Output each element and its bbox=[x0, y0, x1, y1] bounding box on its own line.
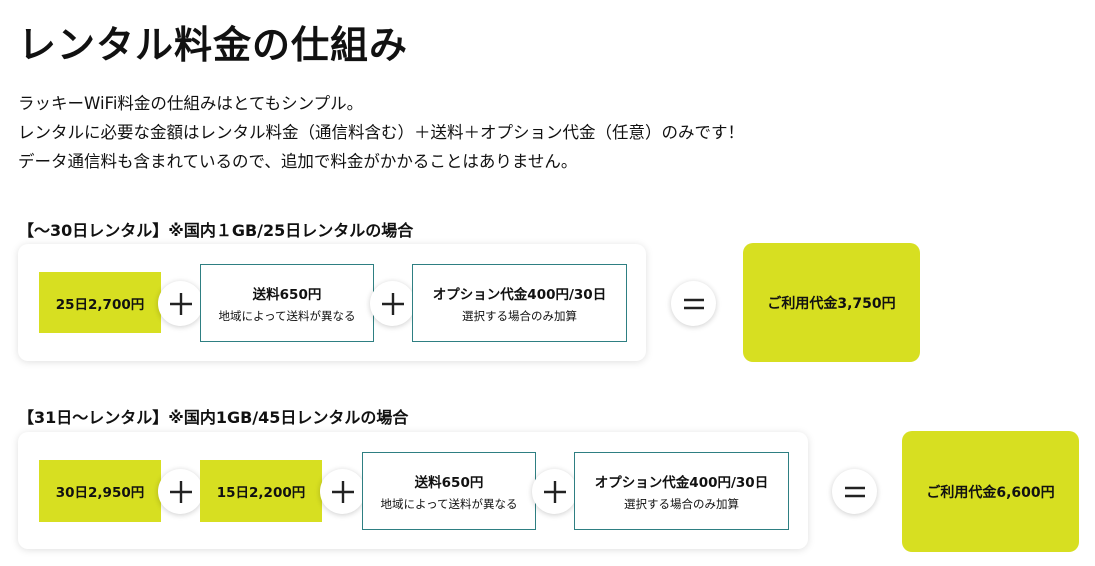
intro-line-2: レンタルに必要な金額はレンタル料金（通信料含む）＋送料＋オプション代金（任意）の… bbox=[18, 123, 744, 142]
page-title: レンタル料金の仕組み bbox=[18, 23, 409, 67]
plan-1-heading: 【〜30日レンタル】※国内１GB/25日レンタルの場合 bbox=[18, 221, 414, 240]
shipping-fee-note: 地域によって送料が異なる bbox=[380, 496, 518, 511]
option-fee-label: オプション代金400円/30日 bbox=[432, 286, 607, 303]
total-fee-label: ご利用代金6,600円 bbox=[926, 484, 1055, 501]
plan-2-heading: 【31日〜レンタル】※国内1GB/45日レンタルの場合 bbox=[18, 408, 409, 427]
shipping-fee-box: 送料650円 地域によって送料が異なる bbox=[200, 264, 374, 342]
total-fee-box: ご利用代金6,600円 bbox=[902, 431, 1079, 552]
plus-icon bbox=[370, 281, 415, 326]
option-fee-note: 選択する場合のみ加算 bbox=[462, 308, 577, 323]
rental-fee-box: 30日2,950円 bbox=[39, 460, 161, 522]
intro-line-1: ラッキーWiFi料金の仕組みはとてもシンプル。 bbox=[18, 94, 364, 113]
equals-icon bbox=[671, 281, 716, 326]
rental-fee-extension-label: 15日2,200円 bbox=[216, 485, 306, 501]
equals-icon bbox=[832, 469, 877, 514]
rental-fee-label: 25日2,700円 bbox=[55, 296, 145, 313]
intro-text: ラッキーWiFi料金の仕組みはとてもシンプル。 レンタルに必要な金額はレンタル料… bbox=[18, 89, 744, 176]
rental-fee-label: 30日2,950円 bbox=[55, 485, 145, 501]
total-fee-box: ご利用代金3,750円 bbox=[743, 243, 920, 362]
rental-fee-box: 25日2,700円 bbox=[39, 272, 161, 333]
plus-icon bbox=[532, 469, 577, 514]
shipping-fee-note: 地域によって送料が異なる bbox=[218, 308, 356, 323]
total-fee-label: ご利用代金3,750円 bbox=[767, 295, 896, 312]
option-fee-note: 選択する場合のみ加算 bbox=[624, 496, 739, 511]
option-fee-box: オプション代金400円/30日 選択する場合のみ加算 bbox=[574, 452, 789, 530]
plan-1-card: 25日2,700円 送料650円 地域によって送料が異なる オプション代金400… bbox=[18, 244, 646, 361]
shipping-fee-label: 送料650円 bbox=[414, 474, 484, 491]
intro-line-3: データ通信料も含まれているので、追加で料金がかかることはありません。 bbox=[18, 152, 578, 171]
shipping-fee-box: 送料650円 地域によって送料が異なる bbox=[362, 452, 536, 530]
option-fee-label: オプション代金400円/30日 bbox=[594, 474, 769, 491]
rental-fee-extension-box: 15日2,200円 bbox=[200, 460, 322, 522]
shipping-fee-label: 送料650円 bbox=[252, 286, 322, 303]
plus-icon bbox=[158, 469, 203, 514]
plus-icon bbox=[158, 281, 203, 326]
plan-2-card: 30日2,950円 15日2,200円 送料650円 地域によって送料が異なる … bbox=[18, 432, 808, 549]
option-fee-box: オプション代金400円/30日 選択する場合のみ加算 bbox=[412, 264, 627, 342]
plus-icon bbox=[320, 469, 365, 514]
